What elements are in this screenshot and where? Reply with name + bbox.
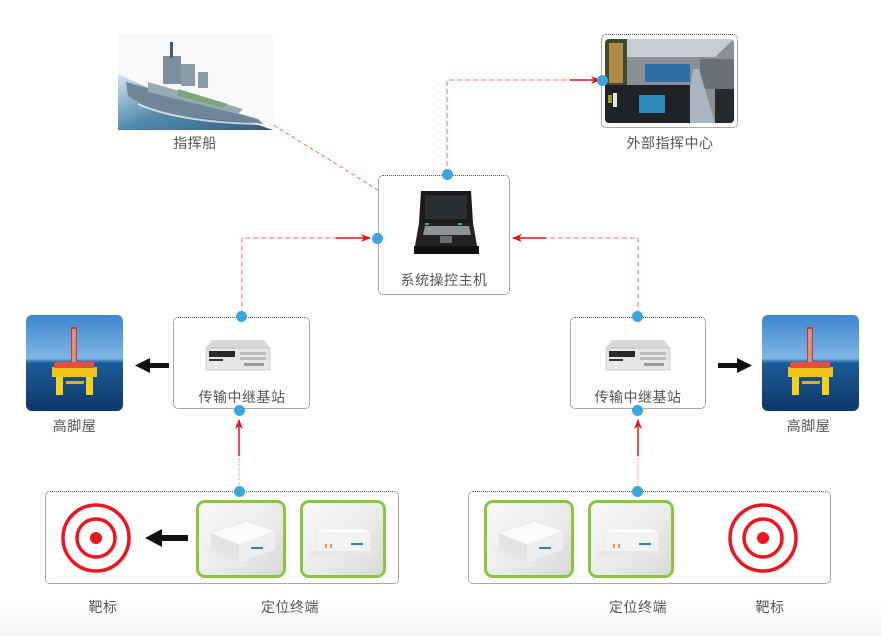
rugged-laptop-image bbox=[413, 188, 480, 256]
positioning-terminal-right-2[interactable] bbox=[588, 500, 674, 578]
positioning-terminal-left-2[interactable] bbox=[300, 500, 386, 578]
external-center-connector[interactable] bbox=[597, 75, 608, 86]
external-center-label: 外部指挥中心 bbox=[626, 136, 714, 152]
main-host-label: 系统操控主机 bbox=[400, 273, 488, 289]
relay-right-bottom-connector[interactable] bbox=[632, 405, 643, 416]
terminals-right-connector[interactable] bbox=[632, 486, 643, 497]
relay-left-top-connector[interactable] bbox=[236, 311, 247, 322]
main-host-top-connector[interactable] bbox=[442, 169, 453, 180]
arrow-terminal-to-left-target bbox=[145, 529, 188, 547]
terminals-left-label: 定位终端 bbox=[261, 600, 319, 616]
edge-ship-to-host bbox=[261, 117, 379, 191]
edge-right-relay-to-host bbox=[545, 237, 639, 315]
arrow-relay-to-right-platform bbox=[718, 358, 752, 373]
target-right-label: 靶标 bbox=[755, 600, 785, 616]
relay-left-bottom-connector[interactable] bbox=[234, 405, 245, 416]
edge-host-to-center bbox=[446, 79, 570, 174]
warship-image bbox=[118, 34, 273, 130]
positioning-terminal-right-1[interactable] bbox=[484, 500, 574, 578]
control-room-image bbox=[605, 39, 734, 123]
terminals-left-box[interactable] bbox=[45, 491, 399, 584]
relay-right-label: 传输中继基站 bbox=[594, 390, 682, 406]
terminals-right-box[interactable] bbox=[468, 491, 831, 584]
offshore-platform-image-right bbox=[762, 315, 859, 411]
relay-left-label: 传输中继基站 bbox=[198, 390, 286, 406]
platform-left-label: 高脚屋 bbox=[52, 419, 97, 435]
platform-right-label: 高脚屋 bbox=[786, 419, 831, 435]
terminals-right-label: 定位终端 bbox=[609, 600, 667, 616]
rack-server-image-left bbox=[204, 338, 272, 372]
rack-server-image-right bbox=[604, 338, 672, 372]
target-icon-left bbox=[61, 503, 131, 573]
target-icon-right bbox=[728, 503, 798, 573]
arrow-relay-to-left-platform bbox=[135, 358, 169, 373]
edge-left-relay-to-host bbox=[241, 237, 338, 315]
relay-right-top-connector[interactable] bbox=[632, 311, 643, 322]
offshore-platform-image-left bbox=[26, 315, 123, 411]
terminals-left-connector[interactable] bbox=[234, 486, 245, 497]
command-ship-label: 指挥船 bbox=[173, 136, 217, 152]
target-left-label: 靶标 bbox=[88, 600, 118, 616]
positioning-terminal-left-1[interactable] bbox=[196, 500, 286, 578]
main-host-left-connector[interactable] bbox=[372, 233, 383, 244]
